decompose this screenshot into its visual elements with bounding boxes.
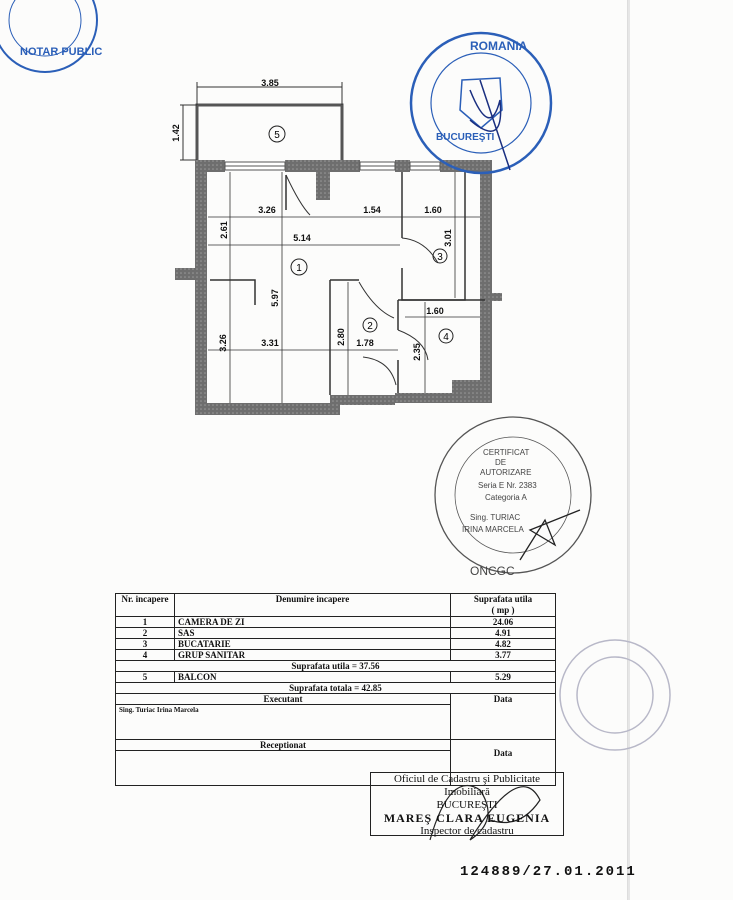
room-number-2: 2 bbox=[367, 321, 373, 332]
signature bbox=[429, 785, 541, 841]
header-nr: Nr. incapere bbox=[115, 593, 175, 617]
date-label: Data bbox=[450, 693, 556, 740]
inspector-role: Inspector de cadastru bbox=[420, 825, 514, 837]
header-name: Denumire incapere bbox=[174, 593, 451, 617]
dim-label: 2.61 bbox=[219, 221, 229, 239]
svg-text:CERTIFICAT: CERTIFICAT bbox=[483, 448, 529, 457]
svg-text:Sing. TURIAC: Sing. TURIAC bbox=[470, 513, 520, 522]
svg-text:IRINA MARCELA: IRINA MARCELA bbox=[462, 525, 524, 534]
dimension-lines bbox=[208, 172, 480, 403]
room-number-4: 4 bbox=[443, 332, 449, 343]
ocpi-stamp-box: Oficiul de Cadastru şi Publicitate Imobi… bbox=[370, 772, 564, 837]
dim-label: 3.26 bbox=[218, 334, 228, 352]
dim-label: 2.35 bbox=[412, 343, 422, 361]
scan-edge bbox=[627, 0, 733, 900]
dim-label: 3.01 bbox=[443, 229, 453, 247]
interior-walls bbox=[210, 172, 485, 395]
svg-text:Categoria A: Categoria A bbox=[485, 493, 527, 502]
dim-label: 3.26 bbox=[258, 205, 276, 215]
rooms-table: Nr. incapere Denumire incapere Suprafata… bbox=[115, 593, 556, 786]
ocpi-office: Oficiul de Cadastru şi Publicitate Imobi… bbox=[393, 773, 541, 798]
executant-label: Executant bbox=[115, 693, 451, 705]
scan-edge-line bbox=[628, 0, 630, 900]
svg-text:ONCGC: ONCGC bbox=[470, 564, 515, 578]
dim-label: 1.78 bbox=[356, 338, 374, 348]
balcony bbox=[180, 82, 344, 162]
dim-label: 3.31 bbox=[261, 338, 279, 348]
svg-text:Seria E Nr. 2383: Seria E Nr. 2383 bbox=[478, 481, 537, 490]
inspector-name: MAREŞ CLARA EUGENIA bbox=[383, 811, 551, 825]
svg-text:AUTORIZARE: AUTORIZARE bbox=[480, 468, 531, 477]
doors bbox=[285, 174, 439, 386]
room-number-3: 3 bbox=[437, 252, 443, 263]
svg-text:NOTAR PUBLIC: NOTAR PUBLIC bbox=[20, 46, 102, 58]
faded-stamp bbox=[559, 639, 671, 751]
room-numbers bbox=[268, 125, 454, 344]
dim-label: 1.42 bbox=[171, 124, 181, 142]
header-area: Suprafata utila( mp ) bbox=[450, 593, 556, 617]
dim-label: 5.97 bbox=[270, 289, 280, 307]
svg-text:DE: DE bbox=[495, 458, 506, 467]
dim-label: 3.85 bbox=[261, 78, 279, 88]
dim-label: 1.60 bbox=[426, 306, 444, 316]
notary-stamp-left: NOTAR PUBLIC bbox=[0, 0, 102, 73]
dim-label: 2.80 bbox=[336, 328, 346, 346]
dim-label: 1.60 bbox=[424, 205, 442, 215]
svg-text:BUCUREŞTI: BUCUREŞTI bbox=[436, 132, 495, 143]
useful-total: Suprafata utila = 37.56 bbox=[115, 660, 556, 672]
dim-label: 1.54 bbox=[363, 205, 381, 215]
windows bbox=[224, 161, 441, 171]
dim-label: 5.14 bbox=[293, 233, 311, 243]
grand-total: Suprafata totala = 42.85 bbox=[115, 682, 556, 694]
receptionat-label: Receptionat bbox=[115, 739, 451, 751]
executant-name: Sing. Turiac Irina Marcela bbox=[115, 704, 451, 740]
room-number-5: 5 bbox=[274, 130, 280, 141]
svg-text:ROMANIA: ROMANIA bbox=[470, 39, 528, 53]
walls bbox=[175, 160, 502, 415]
notary-stamp-right: ROMANIA BUCUREŞTI bbox=[409, 31, 553, 175]
room-number-1: 1 bbox=[296, 263, 302, 274]
date-label-2: Data bbox=[450, 739, 556, 786]
registration-number: 124889/27.01.2011 bbox=[460, 864, 637, 880]
ocpi-city: BUCUREŞTI bbox=[436, 799, 498, 811]
